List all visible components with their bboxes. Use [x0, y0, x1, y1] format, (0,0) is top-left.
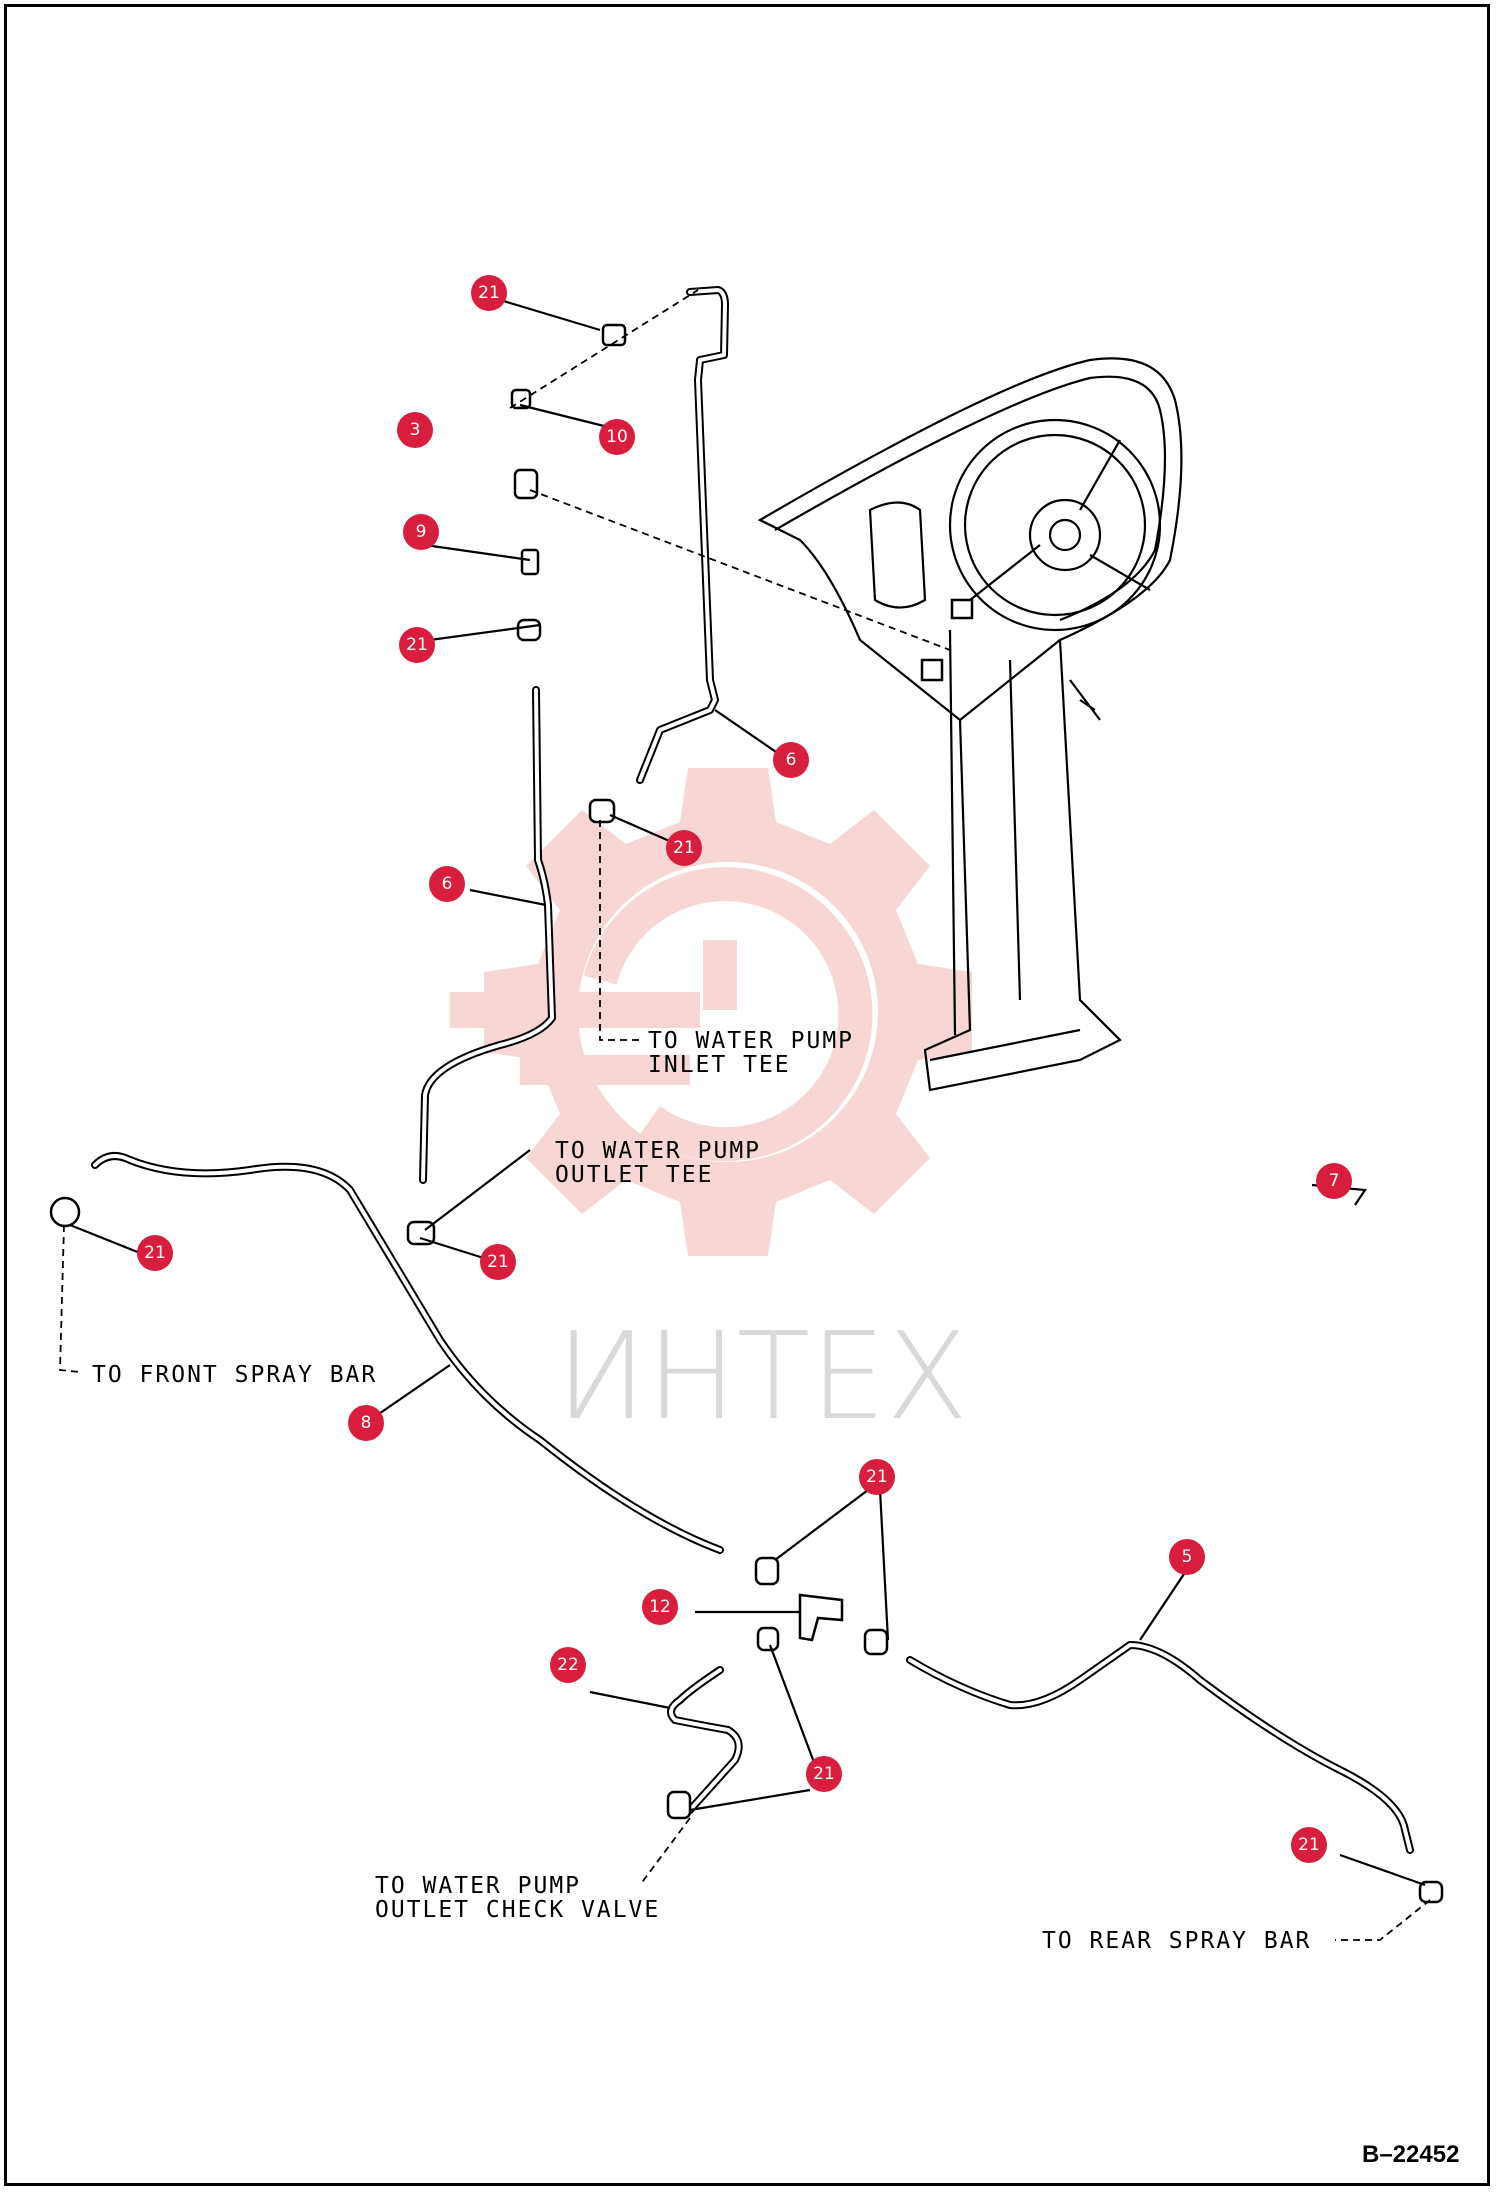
watermark-gear-icon [450, 768, 972, 1256]
svg-text:21: 21 [406, 635, 428, 655]
callout-21-h: 21 [1291, 1827, 1327, 1863]
note-outlet-tee-line2: OUTLET TEE [555, 1162, 713, 1188]
callout-3: 3 [397, 412, 433, 448]
hose-22 [667, 1666, 743, 1814]
callout-8: 8 [348, 1405, 384, 1441]
svg-text:6: 6 [786, 750, 797, 770]
svg-text:6: 6 [442, 874, 453, 894]
note-inlet-tee-line2: INLET TEE [648, 1052, 791, 1078]
callout-21-f: 21 [859, 1459, 895, 1495]
callout-7: 7 [1316, 1163, 1352, 1199]
callout-21-c: 21 [666, 830, 702, 866]
hose-6-lower [419, 686, 556, 1184]
svg-text:21: 21 [866, 1467, 888, 1487]
svg-text:21: 21 [478, 283, 500, 303]
hose-8 [91, 1152, 724, 1554]
note-outlet-tee: TO WATER PUMP OUTLET TEE [555, 1138, 761, 1188]
leader-lines [59, 289, 1431, 1941]
svg-text:12: 12 [649, 1597, 671, 1617]
note-check-valve-line2: OUTLET CHECK VALVE [375, 1897, 660, 1923]
note-inlet-tee: TO WATER PUMP INLET TEE [648, 1028, 854, 1078]
svg-text:8: 8 [361, 1413, 372, 1433]
callout-21-a: 21 [471, 275, 507, 311]
callout-9: 9 [403, 514, 439, 550]
svg-text:3: 3 [410, 420, 421, 440]
note-outlet-tee-line1: TO WATER PUMP [555, 1138, 761, 1164]
note-inlet-tee-line1: TO WATER PUMP [648, 1028, 854, 1054]
callout-6-a: 6 [773, 742, 809, 778]
callout-21-g: 21 [806, 1756, 842, 1792]
callout-21-b: 21 [399, 627, 435, 663]
document-number: B–22452 [1362, 2141, 1459, 2168]
watermark-text: ИНТЕХ [556, 1308, 968, 1447]
hose-5 [906, 1641, 1414, 1854]
callout-21-e: 21 [480, 1244, 516, 1280]
note-rear-spray-bar: TO REAR SPRAY BAR [1042, 1928, 1311, 1954]
svg-text:10: 10 [606, 427, 628, 447]
svg-text:21: 21 [673, 838, 695, 858]
note-check-valve: TO WATER PUMP OUTLET CHECK VALVE [375, 1873, 660, 1923]
steering-console [757, 357, 1183, 1092]
svg-text:22: 22 [557, 1655, 579, 1675]
svg-text:7: 7 [1329, 1171, 1340, 1191]
callout-6-b: 6 [429, 866, 465, 902]
svg-text:21: 21 [487, 1252, 509, 1272]
svg-text:21: 21 [144, 1243, 166, 1263]
callout-22: 22 [550, 1647, 586, 1683]
note-front-spray-bar: TO FRONT SPRAY BAR [92, 1362, 377, 1388]
fittings [49, 323, 1444, 1904]
svg-text:9: 9 [416, 522, 427, 542]
note-check-valve-line1: TO WATER PUMP [375, 1873, 581, 1899]
hose-6-upper [636, 286, 729, 784]
callout-5: 5 [1169, 1539, 1205, 1575]
callout-21-d: 21 [137, 1235, 173, 1271]
svg-text:21: 21 [813, 1764, 835, 1784]
svg-text:5: 5 [1182, 1547, 1193, 1567]
callout-10: 10 [599, 419, 635, 455]
callout-12: 12 [642, 1589, 678, 1625]
svg-text:21: 21 [1298, 1835, 1320, 1855]
